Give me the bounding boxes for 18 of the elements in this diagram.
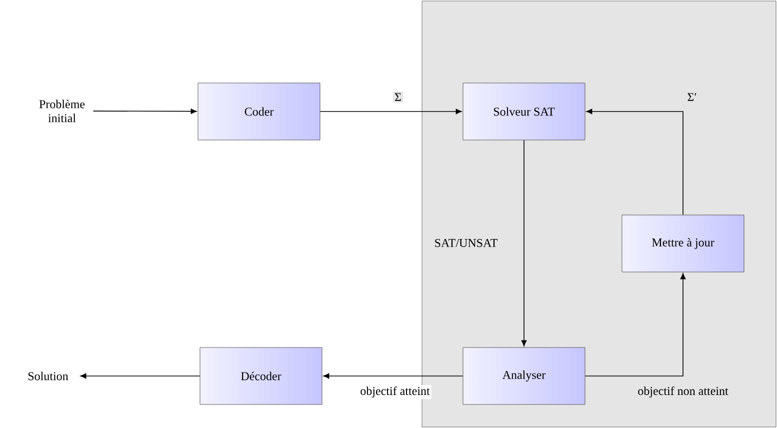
- process-box: Analyser: [462, 347, 586, 405]
- arrow: [92, 108, 197, 114]
- arrow: [80, 373, 200, 379]
- process-box: Solveur SAT: [462, 82, 586, 140]
- arrow: [521, 140, 527, 346]
- process-box: Coder: [198, 82, 320, 140]
- text-label: Problème initial: [39, 100, 85, 122]
- text-label: Solution: [28, 372, 68, 380]
- arrow: [320, 108, 462, 114]
- process-box: Décoder: [200, 347, 322, 405]
- arrow: [586, 108, 684, 216]
- edge-label: objectif non atteint: [636, 385, 730, 399]
- edge-label: Σ′: [686, 92, 698, 102]
- edge-label: Σ: [393, 92, 403, 102]
- edge-label: objectif atteint: [358, 385, 432, 399]
- process-box: Mettre à jour: [622, 214, 744, 272]
- arrow: [584, 273, 686, 376]
- arrow: [323, 373, 464, 379]
